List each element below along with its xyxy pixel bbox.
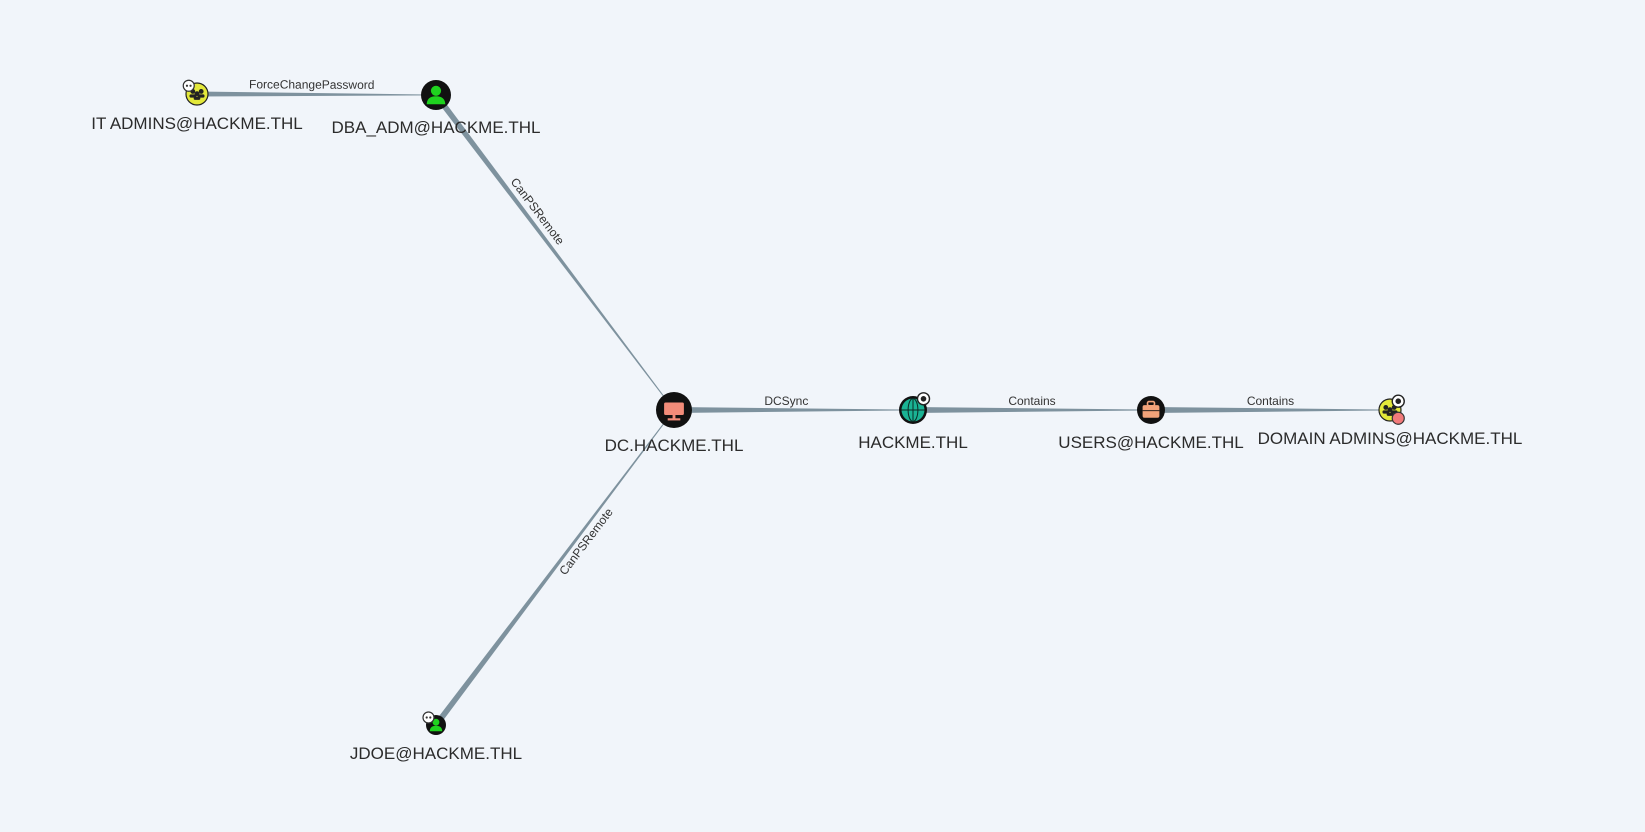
node-itadmins[interactable]: IT ADMINS@HACKME.THL (91, 79, 303, 133)
edge-label: ForceChangePassword (249, 77, 374, 92)
group-member-head (198, 89, 204, 94)
node-label: HACKME.THL (858, 433, 968, 452)
owned-badge-circle (422, 711, 435, 724)
monitor-screen (664, 402, 684, 416)
user-icon[interactable] (421, 80, 451, 110)
tier-zero-badge (1391, 411, 1405, 425)
edge-label: CanPSRemote (556, 505, 616, 578)
owned-badge-dot (425, 716, 428, 719)
owned-badge-dot (185, 84, 189, 87)
target-badge-core (920, 396, 927, 402)
user-head (432, 718, 440, 726)
owned-badge-dot (429, 716, 432, 719)
computer-icon[interactable] (656, 392, 692, 428)
group-member-body (1386, 412, 1394, 416)
edge-line[interactable] (674, 407, 913, 413)
edge-line[interactable] (1151, 407, 1390, 413)
nodes-layer: IT ADMINS@HACKME.THL DBA_ADM@HACKME.THL DC… (91, 79, 1523, 763)
node-jdoe[interactable]: JDOE@HACKME.THL (350, 711, 522, 763)
briefcase-body (1142, 405, 1160, 418)
group-member-head (1383, 405, 1389, 410)
group-icon[interactable] (185, 82, 209, 106)
user-body (429, 725, 443, 732)
group-member-head (1387, 407, 1393, 413)
node-users[interactable]: USERS@HACKME.THL (1058, 396, 1244, 452)
node-label: DOMAIN ADMINS@HACKME.THL (1258, 429, 1523, 448)
briefcase-handle (1146, 400, 1156, 407)
edges-layer: ForceChangePasswordCanPSRemoteCanPSRemot… (196, 77, 1390, 727)
target-badge-core (1395, 398, 1402, 405)
group-member-head (194, 91, 200, 97)
edge-line[interactable] (913, 407, 1151, 413)
group-member-body (193, 96, 201, 100)
owned-badge-circle (182, 79, 195, 92)
edge-line[interactable] (433, 93, 675, 411)
owned-badge-dot (189, 84, 192, 87)
briefcase-icon[interactable] (1137, 396, 1165, 424)
monitor-stand (672, 415, 676, 419)
node-domain[interactable]: HACKME.THL (858, 392, 968, 452)
node-dba[interactable]: DBA_ADM@HACKME.THL (331, 80, 541, 137)
edge-label: DCSync (764, 394, 808, 408)
edge-canpsremote-dba-dc[interactable]: CanPSRemote (433, 93, 675, 411)
edge-contains-users-domainadmins[interactable]: Contains (1151, 394, 1390, 413)
user-body (426, 96, 446, 105)
node-label: DC.HACKME.THL (605, 436, 744, 455)
edge-canpsremote-jdoe-dc[interactable]: CanPSRemote (433, 409, 675, 727)
user-head (430, 85, 442, 96)
node-label: USERS@HACKME.THL (1058, 433, 1243, 452)
node-label: DBA_ADM@HACKME.THL (331, 118, 540, 137)
node-label: JDOE@HACKME.THL (350, 744, 522, 763)
node-domainadmins[interactable]: DOMAIN ADMINS@HACKME.THL (1258, 394, 1523, 448)
edge-label: Contains (1008, 394, 1055, 408)
edge-label: Contains (1247, 394, 1294, 408)
edge-dcsync-dc-domain[interactable]: DCSync (674, 394, 913, 413)
node-dc[interactable]: DC.HACKME.THL (605, 392, 744, 455)
edge-contains-domain-users[interactable]: Contains (913, 394, 1151, 413)
edge-label: CanPSRemote (508, 175, 568, 248)
edge-line[interactable] (196, 91, 437, 97)
edge-line[interactable] (433, 409, 675, 727)
monitor-base (667, 418, 681, 421)
node-label: IT ADMINS@HACKME.THL (91, 114, 303, 133)
edge-forcechangepassword-itadmins-dba[interactable]: ForceChangePassword (196, 77, 437, 97)
